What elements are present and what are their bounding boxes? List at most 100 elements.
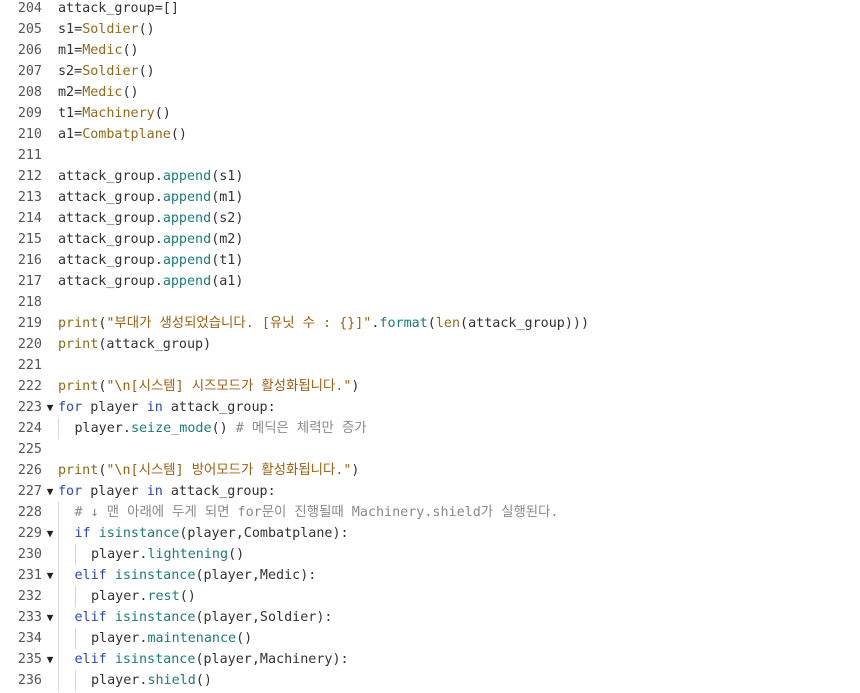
code-content: for player in attack_group:	[58, 481, 276, 502]
line-number: 223	[17, 400, 42, 415]
code-line[interactable]: 229▼if isinstance(player,Combatplane):	[0, 523, 860, 544]
code-line[interactable]: 216 attack_group.append(t1)	[0, 250, 860, 271]
code-text: t1=	[58, 106, 83, 121]
keyword: elif	[74, 568, 107, 583]
function-name: append	[162, 190, 212, 205]
code-text: .	[371, 316, 380, 331]
line-number: 218	[17, 295, 42, 310]
line-number: 234	[17, 631, 42, 646]
code-line[interactable]: 235▼elif isinstance(player,Machinery):	[0, 649, 860, 670]
function-name: append	[162, 232, 212, 247]
function-name: append	[162, 274, 212, 289]
code-text: (player,Machinery):	[195, 652, 349, 667]
line-number: 232	[17, 589, 42, 604]
code-line[interactable]: 211	[0, 145, 860, 166]
code-text: (a1)	[211, 274, 244, 289]
line-number: 230	[17, 547, 42, 562]
builtin-name: print	[58, 316, 99, 331]
code-text: ()	[228, 547, 245, 562]
line-number: 221	[17, 358, 42, 373]
fold-toggle-icon[interactable]: ▼	[46, 401, 54, 414]
line-number: 215	[17, 232, 42, 247]
line-number: 229	[17, 526, 42, 541]
code-line[interactable]: 225	[0, 439, 860, 460]
fold-toggle-icon[interactable]: ▼	[46, 653, 54, 666]
code-text: ()	[236, 631, 253, 646]
line-number: 216	[17, 253, 42, 268]
code-line[interactable]: 231▼elif isinstance(player,Medic):	[0, 565, 860, 586]
code-line[interactable]: 223▼for player in attack_group:	[0, 397, 860, 418]
code-content: attack_group.append(m2)	[58, 229, 243, 250]
code-content: # ↓ 맨 아래에 두게 되면 for문이 진행될때 Machinery.shi…	[58, 502, 558, 523]
code-text: (player,Combatplane):	[179, 526, 349, 541]
keyword: elif	[74, 652, 107, 667]
code-text: m1=	[58, 43, 83, 58]
line-number: 228	[17, 505, 42, 520]
code-text: player.	[74, 421, 131, 436]
function-name: isinstance	[98, 526, 180, 541]
code-text: ()	[195, 673, 212, 688]
code-text: attack_group.	[58, 232, 163, 247]
code-text: ()	[211, 421, 236, 436]
code-line[interactable]: 218	[0, 292, 860, 313]
fold-toggle-icon[interactable]: ▼	[46, 611, 54, 624]
fold-toggle-icon[interactable]: ▼	[46, 485, 54, 498]
code-text: ()	[179, 589, 196, 604]
code-text: (attack_group)))	[460, 316, 590, 331]
code-content: attack_group.append(s1)	[58, 166, 243, 187]
code-text: (player,Soldier):	[195, 610, 333, 625]
function-name: append	[162, 253, 212, 268]
code-text: ()	[122, 85, 139, 100]
code-text: player.	[91, 673, 148, 688]
code-text: player.	[91, 631, 148, 646]
function-name: lightening	[147, 547, 229, 562]
line-number: 236	[17, 673, 42, 688]
code-text: attack_group:	[162, 484, 276, 499]
string-literal: "\n[시스템] 시즈모드가 활성화됩니다."	[106, 379, 352, 394]
code-text: attack_group.	[58, 169, 163, 184]
code-content: attack_group.append(a1)	[58, 271, 243, 292]
code-text: (	[98, 316, 107, 331]
code-text: (	[98, 463, 107, 478]
code-content: print("\n[시스템] 방어모드가 활성화됩니다.")	[58, 460, 359, 481]
fold-toggle-icon[interactable]: ▼	[46, 569, 54, 582]
code-line[interactable]: 228 # ↓ 맨 아래에 두게 되면 for문이 진행될때 Machinery.…	[0, 502, 860, 523]
builtin-name: Soldier	[82, 64, 139, 79]
code-text: a1=	[58, 127, 83, 142]
function-name: isinstance	[114, 568, 196, 583]
code-text	[107, 652, 115, 667]
code-line[interactable]: 227▼for player in attack_group:	[0, 481, 860, 502]
fold-toggle-icon[interactable]: ▼	[46, 527, 54, 540]
code-text: (m1)	[211, 190, 244, 205]
code-line[interactable]: 215 attack_group.append(m2)	[0, 229, 860, 250]
code-content: attack_group.append(t1)	[58, 250, 243, 271]
code-text: ()	[154, 106, 171, 121]
indent-guide	[74, 544, 92, 565]
code-line[interactable]: 233▼elif isinstance(player,Soldier):	[0, 607, 860, 628]
keyword: in	[146, 400, 163, 415]
code-content: attack_group=[]	[58, 0, 179, 19]
code-text: (s2)	[211, 211, 244, 226]
code-line[interactable]: 221	[0, 355, 860, 376]
